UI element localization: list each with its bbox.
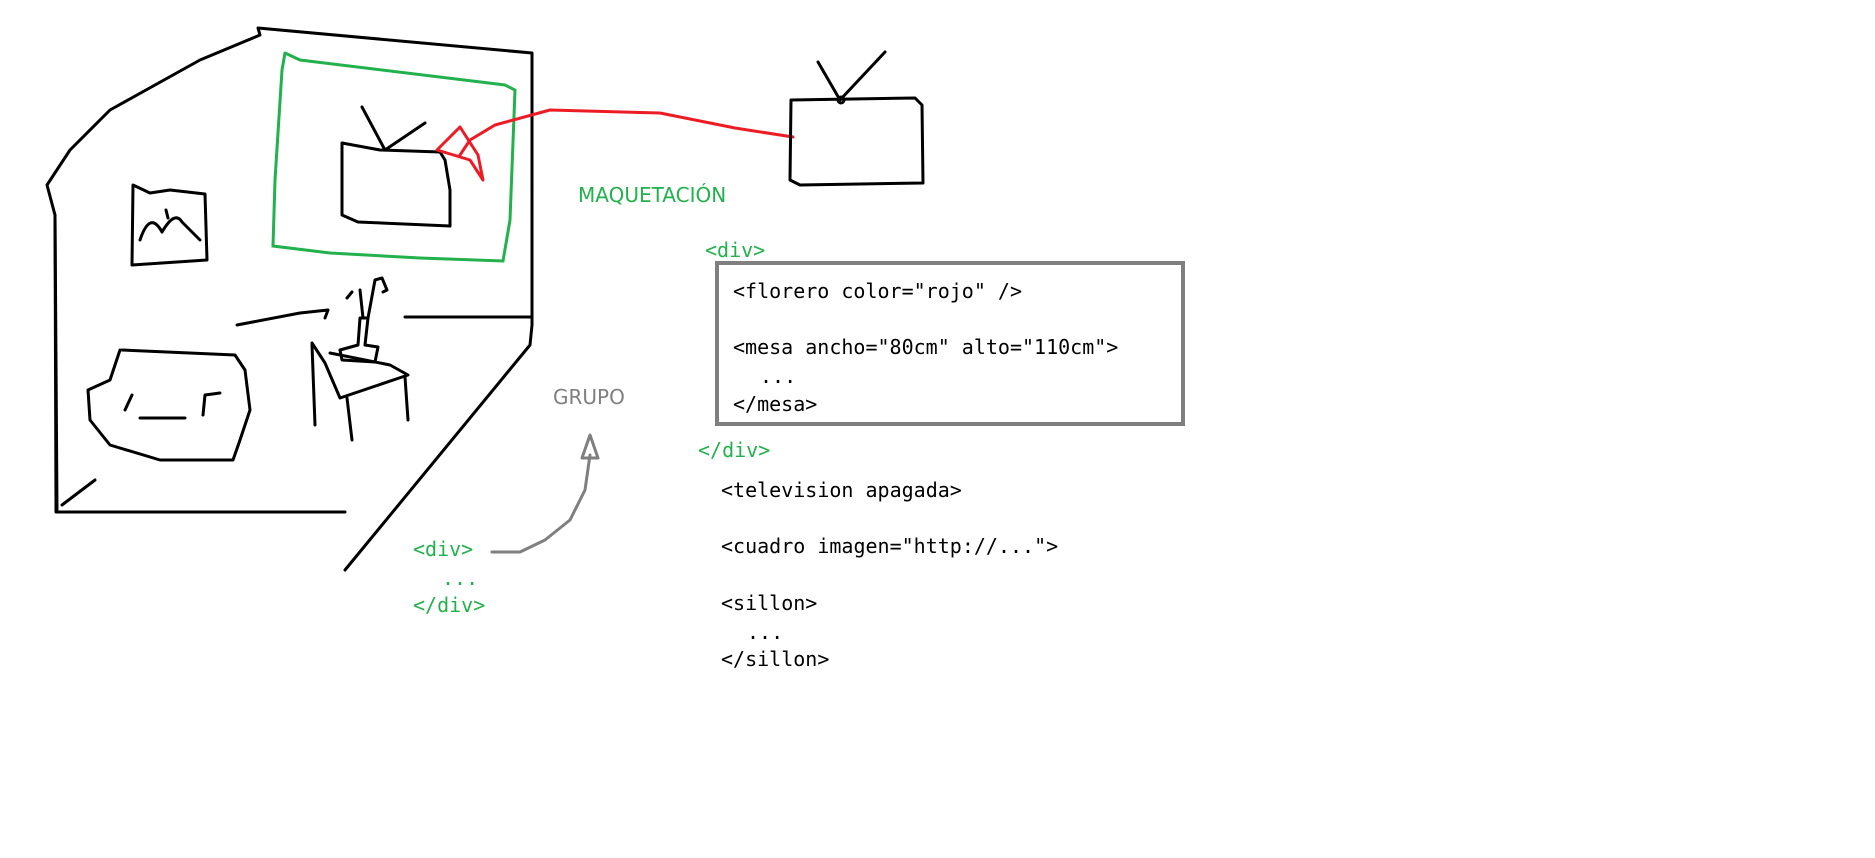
group-code-box (715, 261, 1185, 426)
tv-standalone (788, 50, 925, 187)
room-outline (45, 26, 534, 572)
code-cuadro: <cuadro imagen="http://..."> (721, 534, 1059, 558)
table-top (310, 341, 410, 400)
tv-body-standalone (788, 96, 925, 187)
cuadro-dot (164, 208, 170, 220)
example-div-open: <div> (413, 537, 474, 561)
red-arrow (435, 108, 795, 182)
cuadro-mountains (138, 216, 202, 242)
vase-table-sketch (310, 276, 410, 442)
code-mesa-close: </mesa> (733, 392, 818, 416)
code-florero: <florero color="rojo" /> (733, 279, 1022, 303)
code-sillon-dots: ... (747, 620, 784, 644)
gray-arrow (490, 433, 600, 554)
sillon-cushion (123, 391, 222, 420)
code-television: <television apagada> (721, 478, 962, 502)
room-bottom-tick (60, 478, 97, 507)
room-left-wall (53, 213, 59, 512)
code-sillon-open: <sillon> (721, 591, 818, 615)
vase-flower-right (366, 276, 389, 320)
table-leg-right (403, 375, 410, 422)
example-div-dots: ... (442, 566, 479, 590)
sillon-sketch (86, 308, 330, 462)
label-maquetacion: MAQUETACIÓN (578, 183, 727, 207)
code-mesa-open: <mesa ancho="80cm" alto="110cm"> (733, 335, 1119, 359)
vase-flower-left (345, 288, 365, 320)
table-leg-left (310, 343, 317, 427)
tv-body-room (340, 141, 452, 228)
tv-antenna-standalone (816, 50, 887, 102)
sillon-body (86, 348, 252, 462)
room-sketch (45, 26, 534, 572)
green-selection (271, 51, 517, 263)
group-div-close: </div> (698, 438, 771, 462)
tv-in-room (340, 105, 452, 228)
tv-antenna-room (360, 105, 427, 152)
group-div-open: <div> (705, 238, 766, 262)
table-leg-mid (345, 396, 354, 442)
code-sillon-close: </sillon> (721, 647, 830, 671)
tv-antenna-knob (836, 95, 846, 105)
cuadro-sketch (130, 183, 209, 267)
cuadro-frame (130, 183, 209, 267)
sillon-back (235, 308, 330, 327)
label-grupo: GRUPO (553, 385, 625, 409)
example-div-close: </div> (413, 593, 486, 617)
code-mesa-dots: ... (760, 364, 797, 388)
